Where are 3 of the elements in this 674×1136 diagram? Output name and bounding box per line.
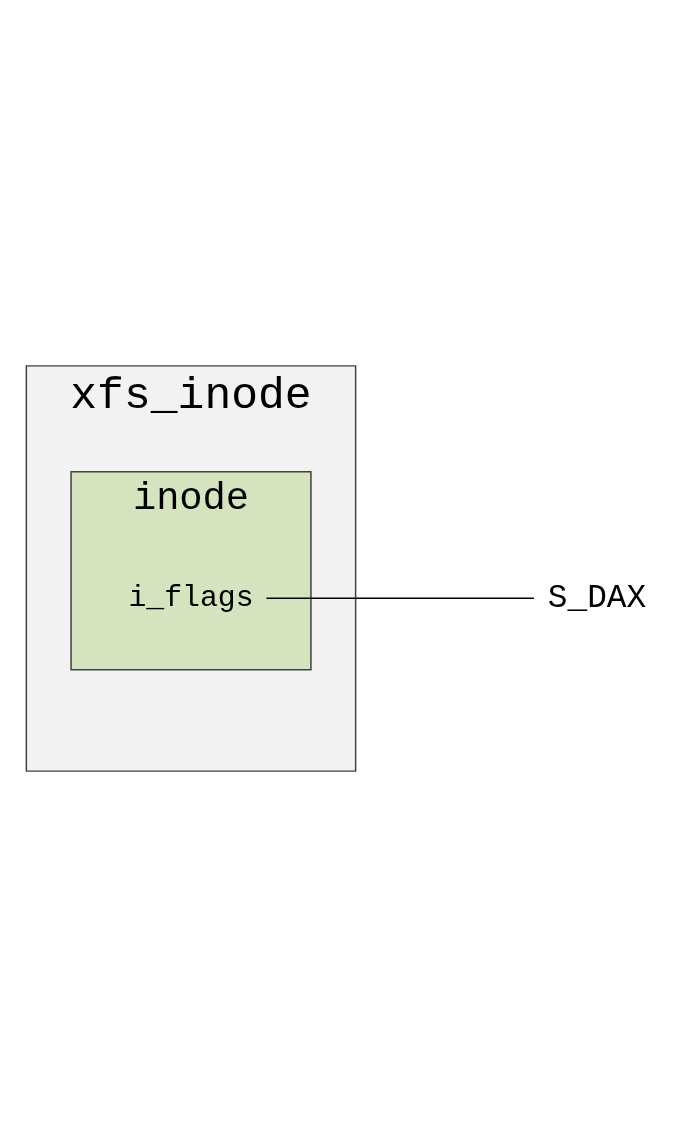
node-text: i_flags bbox=[128, 580, 254, 615]
connector bbox=[265, 597, 535, 599]
node-text: S_DAX bbox=[547, 579, 647, 617]
